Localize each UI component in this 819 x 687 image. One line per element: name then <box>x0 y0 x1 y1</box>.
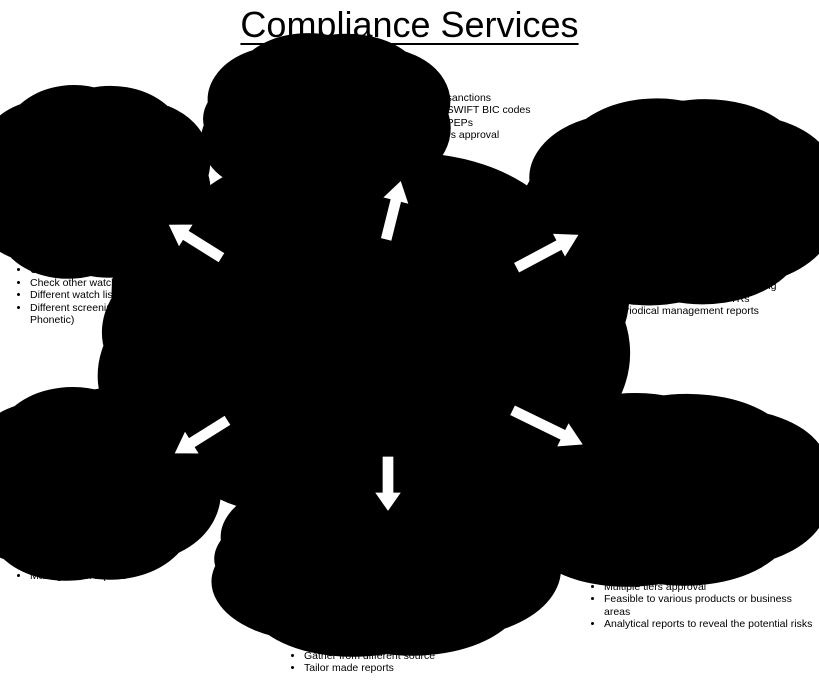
transaction-bullet-list: Monitor suspicious transactions Pre and … <box>597 268 819 318</box>
center-label-line: Solution <box>289 357 435 401</box>
center-label-line: Cloud <box>309 263 415 307</box>
arrow-to-risk <box>508 403 586 448</box>
list-item: Customize risk levels <box>604 568 819 580</box>
kyc-label-line: Customer due <box>325 542 445 563</box>
list-item: Multiple tiers approval <box>604 581 819 593</box>
list-item: Check PEPs <box>414 117 614 129</box>
arrow-to-name-screening <box>166 223 227 264</box>
transaction-label: Transaction screening and STRs <box>588 164 768 233</box>
transaction-label-line: screening and <box>618 188 738 209</box>
swift-label-line: SWIFT <box>295 85 355 106</box>
list-item: Analytical reports to reveal the potenti… <box>604 618 819 630</box>
swift-label-line: message <box>286 108 364 129</box>
list-item: Tailor made reports <box>304 662 524 674</box>
list-item: Feasible to various products or business… <box>604 593 819 618</box>
list-item: Check PEPs <box>30 264 240 276</box>
arrow-to-transaction <box>512 232 581 275</box>
list-item: Support KYC investigation <box>304 637 524 649</box>
arrow-to-kyc <box>372 455 404 514</box>
swift-label-line: screening <box>283 131 367 152</box>
name-screening-label-line: screening <box>48 180 132 201</box>
list-item: HKMA statutory reports <box>30 545 250 557</box>
list-item: Check sanctions <box>30 252 240 264</box>
swift-label: SWIFT message screening <box>255 84 395 153</box>
arrow-to-swift <box>379 178 411 243</box>
list-item: Periodical management reports <box>613 305 819 317</box>
name-screening-bullet-list: Check sanctions Check PEPs Check other w… <box>14 252 240 326</box>
list-item: Management reports <box>30 570 250 582</box>
regulatory-bullet-list: HKMA statutory reports Compliance report… <box>14 545 250 582</box>
list-item: Monitor suspicious transactions <box>613 268 819 280</box>
center-label: Cloud Compliance Solution <box>212 262 512 403</box>
list-item: Pre and Post transaction screening <box>613 280 819 292</box>
kyc-label: Customer due deligence / KYC <box>290 541 480 587</box>
regulatory-label-line: Regulatory <box>45 461 137 482</box>
kyc-label-line: deligence / KYC <box>316 565 454 586</box>
risk-label-line: Risk assessment <box>585 481 729 502</box>
name-screening-label-line: Name <box>64 157 116 178</box>
list-item: Gather from different source <box>304 650 524 662</box>
list-item: Check other watch lists <box>30 277 240 289</box>
list-item: Customer information <box>304 625 524 637</box>
kyc-bullet-list: Customer information Support KYC investi… <box>288 625 524 675</box>
risk-label: Risk assessment <box>562 480 752 503</box>
regulatory-label-line: reporting <box>53 484 129 505</box>
transaction-label-line: STRs <box>654 211 702 232</box>
list-item: Quantify the risks <box>604 556 819 568</box>
center-label-line: Compliance <box>256 310 468 354</box>
list-item: Two tiers approval <box>414 129 614 141</box>
list-item: Compliance reports <box>30 557 250 569</box>
risk-bullet-list: Quantify the risks Customize risk levels… <box>588 556 819 630</box>
swift-bullet-list: Check sanctions Check SWIFT BIC codes Ch… <box>398 92 614 142</box>
list-item: Different watch lists screening <box>30 289 240 301</box>
transaction-label-line: Transaction <box>628 165 728 186</box>
list-item: Check sanctions <box>414 92 614 104</box>
regulatory-label: Regulatory reporting <box>16 460 166 506</box>
arrow-to-regulatory <box>172 414 233 455</box>
name-screening-label: Name screening <box>22 156 158 202</box>
list-item: Check SWIFT BIC codes <box>414 104 614 116</box>
list-item: Customization rules for STRs <box>613 293 819 305</box>
list-item: Different screening algorithm (e.g.: Fuz… <box>30 302 240 327</box>
